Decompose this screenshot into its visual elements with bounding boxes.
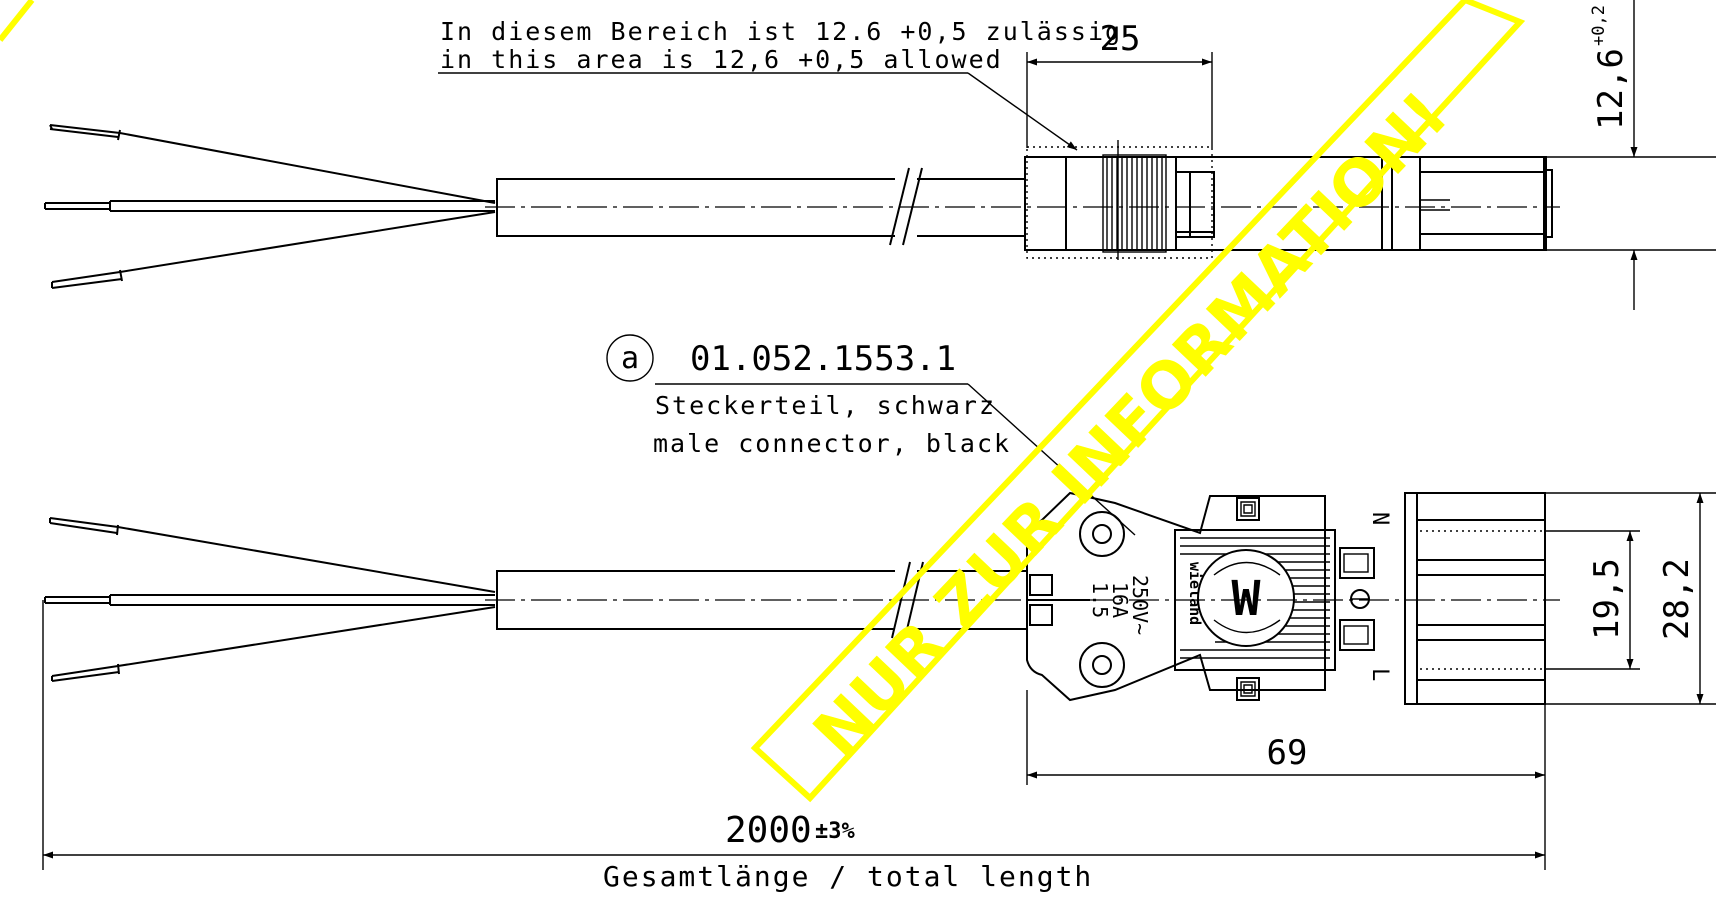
bottom-connector: wieland W 250V~ 16A 1.5 N L — [1026, 491, 1546, 705]
total-length-value: 2000 — [725, 810, 812, 851]
wieland-logo — [1197, 549, 1295, 647]
bottom-wires — [44, 517, 496, 682]
dim-25-label: 25 — [1100, 19, 1141, 59]
total-length-tolerance: ±3% — [815, 819, 855, 844]
part-desc-en: male connector, black — [653, 429, 1011, 458]
top-connector — [1024, 154, 1553, 253]
dim-19-5: 19,5 — [1545, 530, 1640, 670]
tolerance-area — [1026, 146, 1213, 259]
terminal-n-label: N — [1367, 512, 1392, 525]
dim-12-6-tolerance: +0,2 — [1589, 5, 1609, 46]
dim-19-5-label: 19,5 — [1587, 558, 1627, 640]
total-length-label: Gesamtlänge / total length — [603, 860, 1093, 893]
dim-total-length: 2000 ±3% Gesamtlänge / total length — [42, 600, 1546, 893]
tolerance-note: In diesem Bereich ist 12.6 +0,5 zulässig… — [438, 17, 1122, 151]
part-callout: a 01.052.1553.1 Steckerteil, schwarz mal… — [606, 334, 1136, 536]
dim-28-2: 28,2 — [1545, 492, 1716, 705]
note-line-de: In diesem Bereich ist 12.6 +0,5 zulässig — [440, 17, 1122, 46]
screw-top — [1079, 511, 1125, 557]
dim-12-6-label: 12,6 — [1591, 48, 1631, 130]
dim-12-6: 12,6 +0,2 — [1546, 0, 1716, 310]
callout-circle — [606, 334, 654, 382]
wieland-logo-letter: W — [1232, 571, 1261, 627]
dim-69: 69 — [1026, 690, 1546, 785]
part-number: 01.052.1553.1 — [690, 339, 956, 379]
dim-69-label: 69 — [1267, 733, 1308, 773]
note-line-en: in this area is 12,6 +0,5 allowed — [440, 45, 1003, 74]
dim-25: 25 — [1026, 19, 1213, 148]
top-wires — [44, 124, 496, 289]
top-view: 25 In diesem Bereich ist 12.6 +0,5 zuläs… — [44, 0, 1716, 310]
terminal-l-label: L — [1367, 668, 1392, 681]
callout-letter: a — [621, 341, 639, 376]
screw-bottom — [1079, 642, 1125, 688]
part-desc-de: Steckerteil, schwarz — [655, 391, 996, 420]
dim-28-2-label: 28,2 — [1657, 558, 1697, 640]
bottom-view: wieland W 250V~ 16A 1.5 N L — [44, 334, 1716, 785]
rating-voltage: 250V~ — [1128, 575, 1152, 635]
